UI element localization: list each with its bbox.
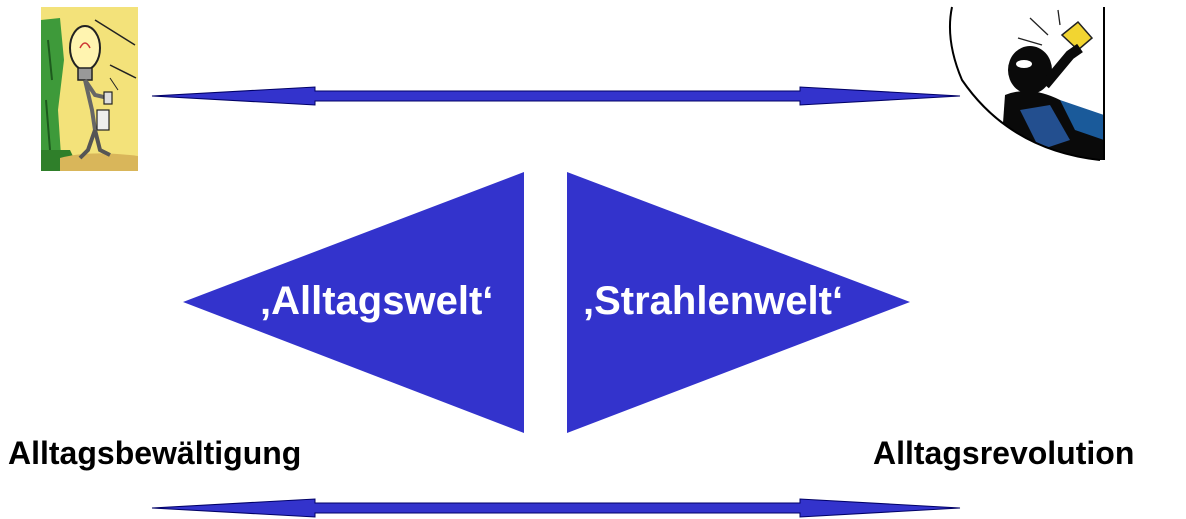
comic-lightbulb-image: [41, 7, 138, 171]
right-triangle: [567, 172, 910, 433]
left-triangle: [183, 172, 524, 433]
left-triangle-label: ‚Alltagswelt‘: [260, 279, 493, 323]
label-alltagsbewaeltigung: Alltagsbewältigung: [8, 435, 302, 471]
comic-silhouette-image: [949, 6, 1105, 161]
label-alltagsrevolution: Alltagsrevolution: [873, 435, 1135, 471]
right-triangle-label: ‚Strahlenwelt‘: [583, 279, 843, 323]
top-double-arrow: [151, 86, 961, 106]
bottom-double-arrow: [151, 498, 961, 518]
